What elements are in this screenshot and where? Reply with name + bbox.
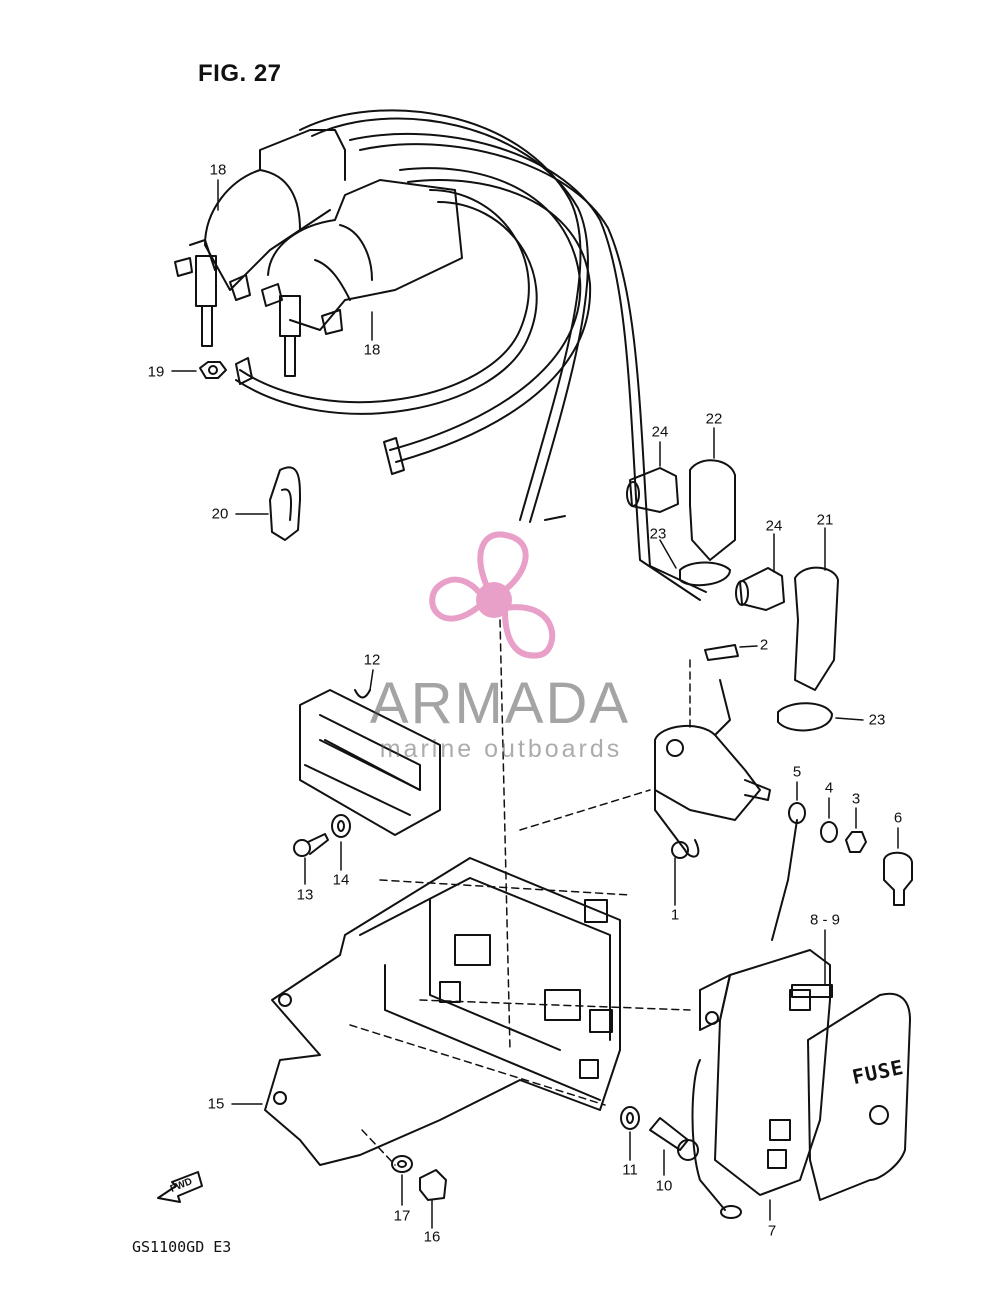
ground-lead-5 bbox=[771, 781, 806, 941]
callout-5: 5 bbox=[792, 763, 802, 781]
callout-1: 1 bbox=[670, 906, 680, 924]
regulator-12 bbox=[299, 689, 441, 836]
callout-4: 4 bbox=[824, 779, 834, 797]
spark-plug-leads bbox=[235, 109, 707, 601]
callout-23-upper: 23 bbox=[649, 525, 667, 543]
ignition-coil-front bbox=[261, 179, 463, 377]
callout-19: 19 bbox=[147, 363, 165, 381]
callout-18-front-coil: 18 bbox=[363, 341, 381, 359]
watermark-propeller-logo bbox=[429, 531, 556, 659]
clamp-20 bbox=[235, 466, 301, 541]
callout-10: 10 bbox=[655, 1177, 673, 1195]
washer-11 bbox=[620, 1106, 640, 1161]
bolt-16 bbox=[419, 1169, 447, 1229]
callout-23-lower: 23 bbox=[868, 711, 886, 729]
plug-cap-22 bbox=[679, 459, 736, 587]
callout-17: 17 bbox=[393, 1207, 411, 1225]
screw-13 bbox=[293, 833, 329, 857]
fuse-8-9 bbox=[791, 929, 833, 998]
fuse-box-7 bbox=[691, 949, 911, 1221]
callout-16: 16 bbox=[423, 1228, 441, 1246]
watermark-name: ARMADA bbox=[369, 671, 631, 736]
callout-24-upper: 24 bbox=[651, 423, 669, 441]
ignition-coil-rear bbox=[174, 129, 346, 347]
callout-21: 21 bbox=[816, 511, 834, 529]
callout-11: 11 bbox=[622, 1161, 638, 1179]
callout-3: 3 bbox=[851, 790, 861, 808]
plug-cap-21 bbox=[777, 566, 839, 732]
callout-13: 13 bbox=[296, 886, 314, 904]
cap-6 bbox=[883, 827, 913, 906]
callout-20: 20 bbox=[211, 505, 229, 523]
callout-8-9: 8 - 9 bbox=[809, 911, 841, 929]
cap-24-upper bbox=[626, 467, 679, 513]
callout-24-lower: 24 bbox=[765, 517, 783, 535]
callout-14: 14 bbox=[332, 871, 350, 889]
callout-22: 22 bbox=[705, 410, 723, 428]
callout-18-rear-coil: 18 bbox=[209, 161, 227, 179]
figure-title: FIG. 27 bbox=[198, 60, 282, 87]
nut-3 bbox=[845, 807, 867, 853]
cap-24-lower bbox=[735, 567, 785, 611]
leader-lines bbox=[349, 619, 691, 1166]
callout-2: 2 bbox=[759, 636, 769, 654]
washer-14 bbox=[331, 814, 351, 871]
watermark-subtitle: marine outboards bbox=[379, 735, 623, 763]
callout-leaders bbox=[217, 179, 864, 906]
callout-12: 12 bbox=[363, 651, 381, 669]
battery-bracket-15 bbox=[231, 857, 621, 1166]
callout-15: 15 bbox=[207, 1095, 225, 1113]
starter-relay-1 bbox=[654, 644, 771, 859]
screw-10 bbox=[649, 1117, 699, 1176]
callout-6: 6 bbox=[893, 809, 903, 827]
callout-7: 7 bbox=[767, 1222, 777, 1240]
washer-17 bbox=[391, 1155, 413, 1206]
model-code: GS1100GD E3 bbox=[132, 1238, 232, 1256]
nut-19 bbox=[171, 361, 227, 379]
washer-4 bbox=[820, 797, 838, 843]
forward-arrow-icon bbox=[157, 1171, 203, 1203]
